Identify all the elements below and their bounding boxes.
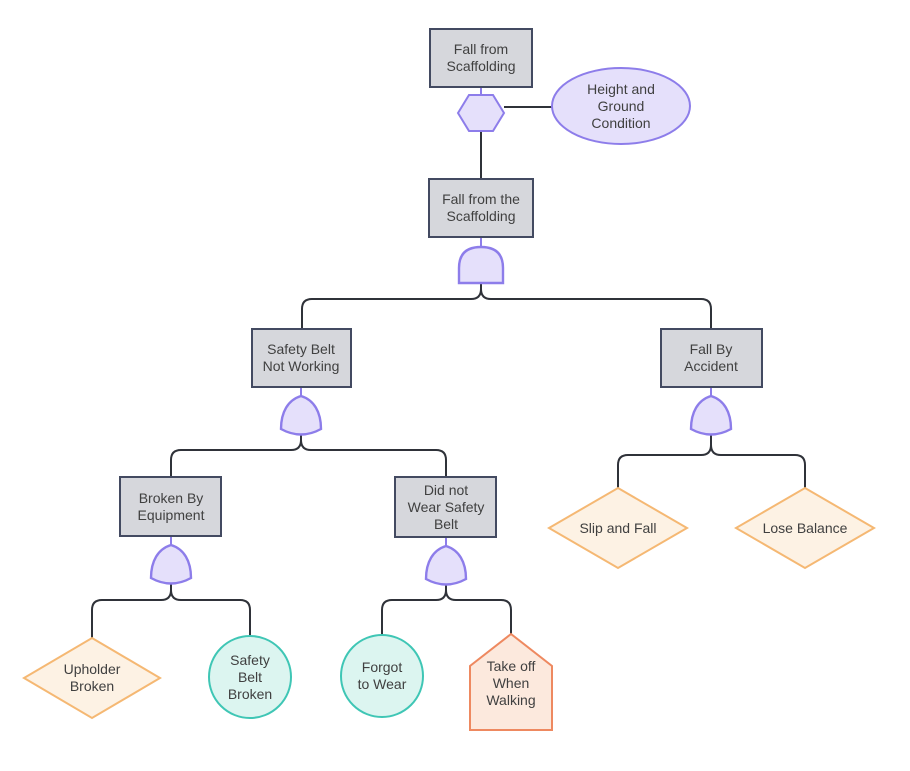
wire-accident-split-right	[710, 433, 806, 488]
top-event-box	[429, 28, 533, 88]
top-event-label-line2: Scaffolding	[446, 58, 515, 74]
take-off-label-line3: Walking	[486, 692, 535, 708]
or-gate-icon-didnotwear	[424, 544, 468, 586]
condition-label-line3: Condition	[591, 115, 650, 131]
gates	[149, 245, 733, 586]
lose-balance-label: Lose Balance	[763, 520, 848, 536]
node-upholder-broken: Upholder Broken	[22, 636, 162, 720]
safety-belt-broken-circle	[208, 635, 292, 719]
did-not-wear-label-line3: Belt	[434, 516, 458, 532]
broken-by-equipment-label-line2: Equipment	[138, 507, 205, 523]
forgot-to-wear-label-line2: to Wear	[358, 676, 407, 692]
fall-by-accident-label-line2: Accident	[684, 358, 738, 374]
intermediate-label-line2: Scaffolding	[446, 208, 515, 224]
forgot-to-wear-label-line1: Forgot	[362, 659, 403, 675]
node-broken-by-equipment: Broken By Equipment	[119, 476, 222, 537]
did-not-wear-label-line1: Did not	[424, 482, 468, 498]
broken-by-equipment-box	[119, 476, 222, 537]
condition-label-line2: Ground	[598, 98, 645, 114]
and-gate-icon	[457, 245, 505, 285]
take-off-label-line2: When	[493, 675, 530, 691]
wire-didnotwear-split-right	[445, 583, 512, 634]
upholder-broken-label-line2: Broken	[70, 678, 114, 694]
node-safety-belt: Safety Belt Not Working	[251, 328, 352, 388]
condition-label-line1: Height and	[587, 81, 655, 97]
did-not-wear-box	[394, 476, 497, 538]
node-inhibit-hexagon	[456, 94, 506, 132]
wire-safetybelt-split-left	[170, 433, 302, 477]
wire-broken-split-left	[91, 582, 172, 638]
or-gate-icon-safetybelt	[279, 394, 323, 436]
node-fall-by-accident: Fall By Accident	[660, 328, 763, 388]
upholder-broken-label-line1: Upholder	[64, 661, 121, 677]
safety-belt-broken-label-line1: Safety	[230, 652, 270, 668]
wire-safetybelt-split-right	[300, 433, 447, 477]
safety-belt-label-line2: Not Working	[263, 358, 340, 374]
safety-belt-broken-label-line2: Belt	[238, 669, 262, 685]
safety-belt-box	[251, 328, 352, 388]
node-lose-balance: Lose Balance	[734, 486, 876, 570]
safety-belt-label-line1: Safety Belt	[267, 341, 335, 357]
wire-accident-split-left	[617, 433, 712, 488]
wire-didnotwear-split-left	[381, 583, 447, 635]
did-not-wear-label-line2: Wear Safety	[408, 499, 485, 515]
fall-by-accident-box	[660, 328, 763, 388]
upholder-broken-diamond	[22, 636, 162, 720]
hexagon-icon	[456, 94, 506, 132]
wire-root-split-left	[301, 283, 482, 329]
intermediate-event-box	[428, 178, 534, 238]
or-gate-icon-broken	[149, 543, 193, 585]
wire-broken-split-right	[170, 582, 251, 636]
intermediate-label-line1: Fall from the	[442, 191, 520, 207]
node-intermediate-event: Fall from the Scaffolding	[428, 178, 534, 238]
lose-balance-diamond	[734, 486, 876, 570]
node-did-not-wear: Did not Wear Safety Belt	[394, 476, 497, 538]
node-take-off-when-walking: Take off When Walking	[469, 632, 553, 731]
node-condition: Height and Ground Condition	[551, 67, 691, 145]
fall-by-accident-label-line1: Fall By	[690, 341, 733, 357]
or-gate-icon-accident	[689, 394, 733, 436]
node-top-event: Fall from Scaffolding	[429, 28, 533, 88]
slip-and-fall-diamond	[547, 486, 689, 570]
take-off-label-line1: Take off	[487, 658, 536, 674]
take-off-house	[469, 632, 553, 731]
node-forgot-to-wear: Forgot to Wear	[340, 634, 424, 718]
broken-by-equipment-label-line1: Broken By	[139, 490, 204, 506]
safety-belt-broken-label-line3: Broken	[228, 686, 272, 702]
slip-and-fall-label: Slip and Fall	[579, 520, 656, 536]
wire-root-split-right	[480, 283, 712, 329]
connectors	[91, 106, 806, 638]
condition-ellipse	[551, 67, 691, 145]
node-slip-and-fall: Slip and Fall	[547, 486, 689, 570]
node-safety-belt-broken: Safety Belt Broken	[208, 635, 292, 719]
forgot-to-wear-circle	[340, 634, 424, 718]
top-event-label-line1: Fall from	[454, 41, 508, 57]
